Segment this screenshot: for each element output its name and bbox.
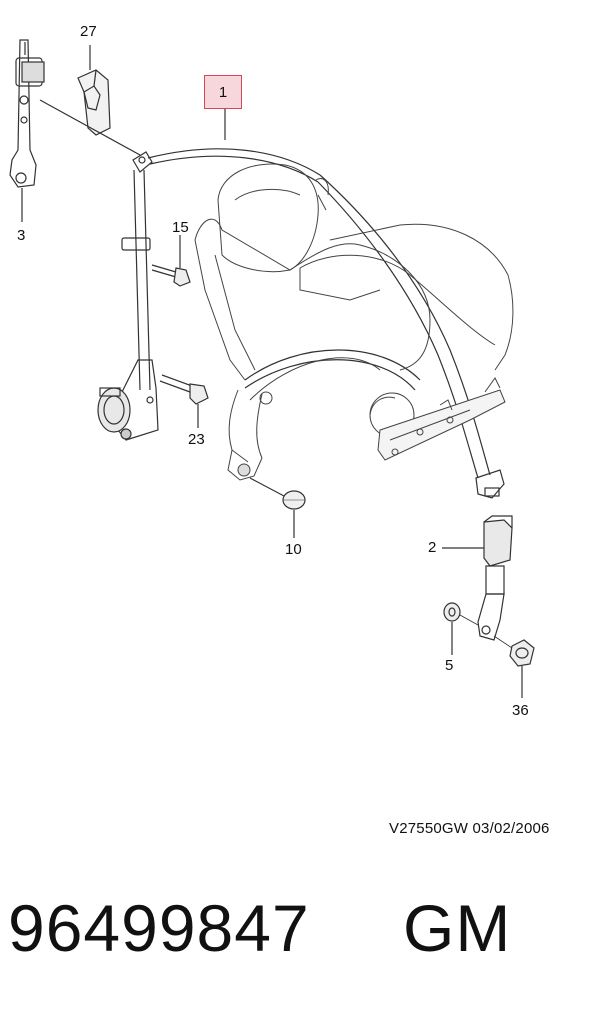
height-adjuster-rail — [9, 39, 45, 188]
seat-belt-exploded-diagram — [9, 39, 535, 698]
retractor — [97, 359, 159, 441]
callout-3: 3 — [17, 227, 26, 244]
drawing-code: V27550GW 03/02/2006 — [389, 820, 550, 837]
trim-cover — [77, 69, 111, 136]
part-number: 96499847 — [8, 891, 310, 965]
brand-name: GM — [403, 891, 512, 965]
callout-2: 2 — [428, 539, 437, 556]
leader-27-ref — [39, 99, 141, 156]
callout-10: 10 — [285, 541, 302, 558]
nut-36 — [493, 635, 535, 667]
callout-23: 23 — [188, 431, 205, 448]
buckle-2 — [477, 515, 513, 641]
seat — [194, 163, 514, 481]
callout-1: 1 — [218, 83, 228, 101]
bolt-23 — [159, 374, 209, 405]
callout-15: 15 — [172, 219, 189, 236]
bolt-15 — [151, 264, 191, 287]
leader-10-a — [249, 477, 285, 497]
plug-cap-10 — [282, 490, 306, 510]
callout-5: 5 — [445, 657, 454, 674]
callout-36: 36 — [512, 702, 529, 719]
belt-webbing — [121, 148, 505, 499]
callout-27: 27 — [80, 23, 97, 40]
callout-1-highlighted: 1 — [204, 75, 242, 109]
washer-5 — [443, 602, 479, 626]
